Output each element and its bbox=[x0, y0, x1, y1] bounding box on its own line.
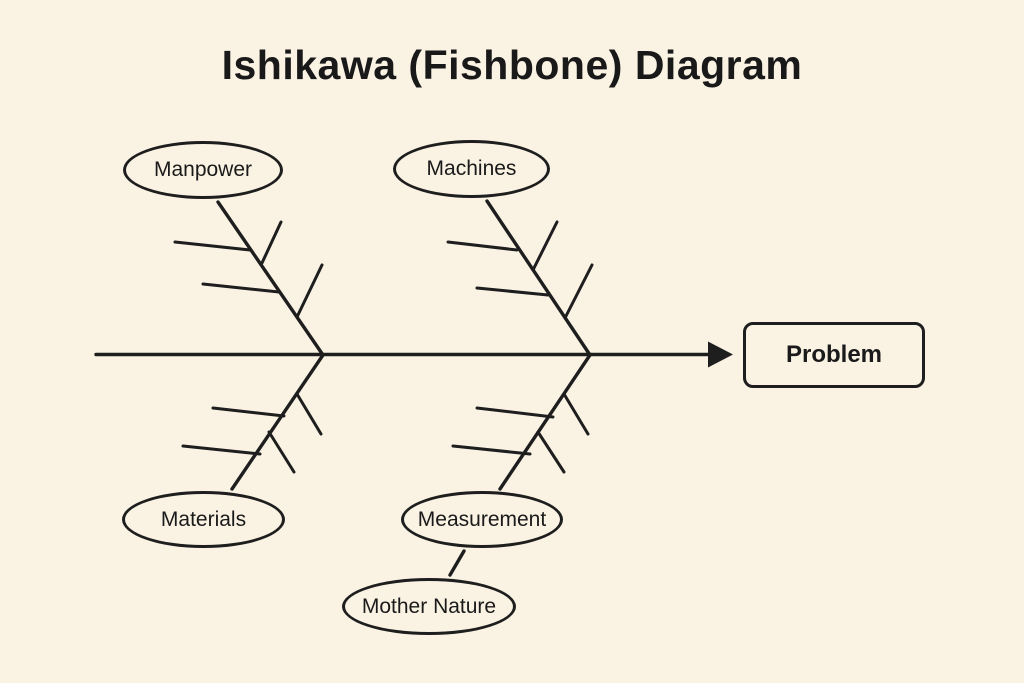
category-label: Measurement bbox=[417, 507, 547, 531]
category-ellipse-measurement: Measurement bbox=[401, 491, 563, 548]
bone-measurement bbox=[451, 353, 592, 491]
category-ellipse-manpower: Manpower bbox=[123, 141, 283, 199]
arrowhead-icon bbox=[708, 341, 733, 368]
category-ellipse-machines: Machines bbox=[393, 140, 550, 198]
bone-machines bbox=[446, 199, 594, 357]
category-label: Manpower bbox=[153, 158, 253, 181]
spine-arrow bbox=[94, 341, 733, 368]
bone-manpower bbox=[173, 200, 325, 357]
category-ellipse-materials: Materials bbox=[122, 491, 285, 548]
category-ellipse-mother-nature: Mother Nature bbox=[342, 578, 516, 635]
connector-measurement-mother-nature bbox=[448, 549, 466, 577]
category-label: Mother Nature bbox=[361, 594, 497, 618]
category-label: Materials bbox=[160, 507, 247, 531]
problem-label: Problem bbox=[785, 341, 883, 368]
problem-box: Problem bbox=[743, 322, 925, 388]
category-label: Machines bbox=[426, 157, 517, 180]
page-title: Ishikawa (Fishbone) Diagram bbox=[221, 42, 803, 88]
bone-materials bbox=[181, 353, 325, 491]
